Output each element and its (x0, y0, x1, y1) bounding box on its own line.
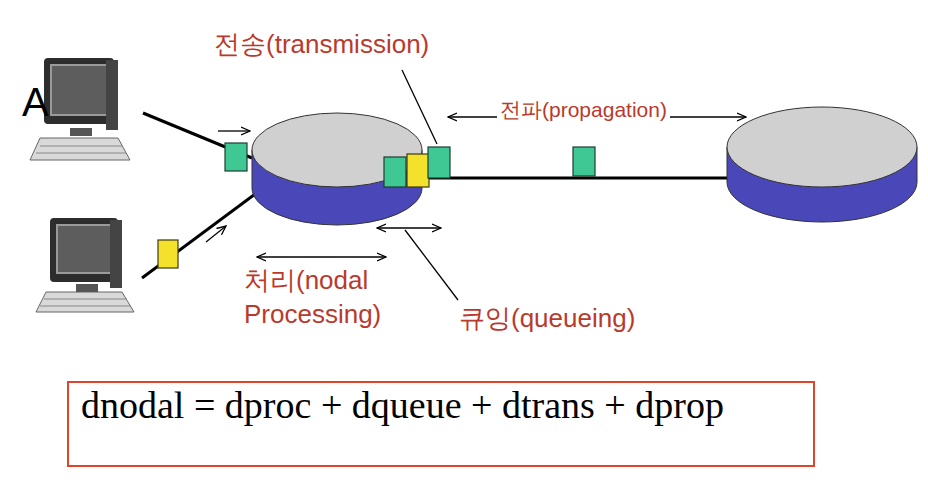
link (142, 192, 258, 278)
router-icon (727, 107, 917, 222)
packet (407, 154, 429, 187)
motion-arrow (206, 226, 226, 242)
packet (384, 157, 406, 187)
leader-line (402, 70, 437, 144)
stage-label: 처리(nodal Processing) (244, 264, 424, 332)
packet (573, 147, 595, 176)
packet (428, 147, 450, 178)
link (420, 177, 728, 180)
stage-label: 전파(propagation) (497, 96, 670, 123)
formula-text: dnodal = dproc + dqueue + dtrans + dprop (81, 385, 824, 426)
router-icon (252, 113, 422, 225)
packet (225, 143, 247, 171)
stage-label: 전송(transmission) (214, 28, 429, 62)
span-arrow (377, 227, 441, 228)
computer-icon (36, 218, 134, 312)
stage-label: 큐잉(queueing) (459, 302, 635, 336)
leader-line (405, 230, 458, 300)
formula-box: dnodal = dproc + dqueue + dtrans + dprop (67, 381, 815, 467)
packet (158, 240, 178, 268)
span-arrow (257, 256, 386, 257)
motion-arrow (218, 130, 250, 131)
host-label: A (22, 76, 49, 128)
